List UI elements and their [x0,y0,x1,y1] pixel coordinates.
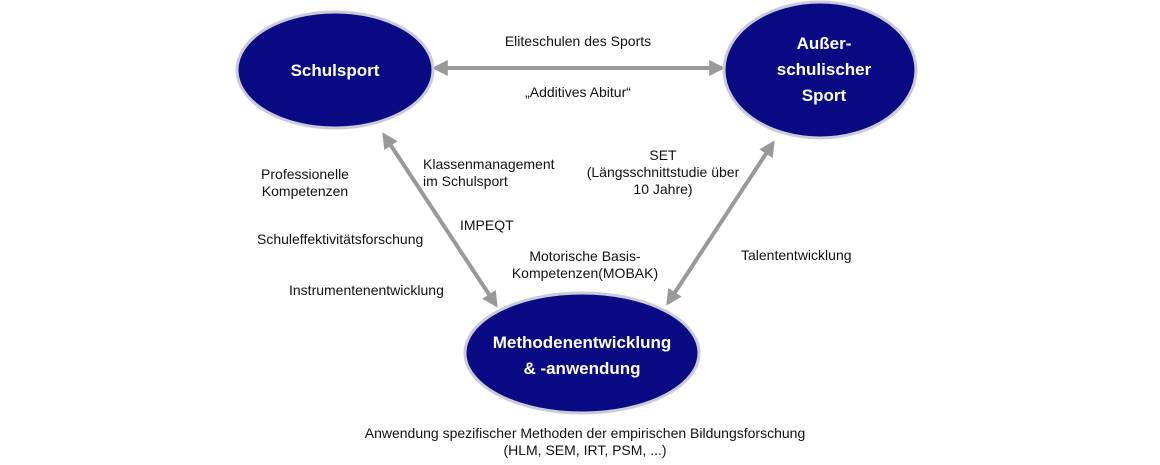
node-methodenentwicklung-line-1: Methodenentwicklung [493,333,672,352]
label-klassenmanagement-line-1: Klassenmanagement [423,156,555,172]
label-set: SET (Längsschnittstudie über 10 Jahre) [578,147,748,198]
node-methodenentwicklung: Methodenentwicklung & -anwendung [463,291,701,415]
node-schulsport-label: Schulsport [291,61,380,80]
node-ausserschulischer-sport: Außer- schulischer Sport [722,0,918,140]
node-methodenentwicklung-line-2: & -anwendung [523,359,640,378]
label-set-line-3: 10 Jahre) [633,181,693,197]
label-schuleffektivitaetsforschung: Schuleffektivitätsforschung [257,231,424,247]
label-klassenmanagement: Klassenmanagement im Schulsport [423,156,555,190]
label-instrumentenentwicklung: Instrumentenentwicklung [289,282,444,298]
label-professionelle-kompetenzen-line-2: Kompetenzen [261,183,349,199]
label-motorische-basis-kompetenzen: Motorische Basis- Kompetenzen(MOBAK) [500,248,670,282]
label-set-line-2: (Längsschnittstudie über [586,164,740,180]
label-impeqt: IMPEQT [460,217,514,233]
caption-empirische-methoden: Anwendung spezifischer Methoden der empi… [340,425,830,459]
label-mobak-line-1: Motorische Basis- [529,248,641,264]
arrow-ausserschulisch-methoden [666,140,775,306]
label-mobak-line-2: Kompetenzen(MOBAK) [511,265,659,281]
label-talententwicklung: Talententwicklung [741,247,852,263]
caption-line-2: (HLM, SEM, IRT, PSM, ...) [503,442,667,458]
label-klassenmanagement-line-2: im Schulsport [423,173,508,189]
node-ausserschulischer-sport-line-2: schulischer [777,60,872,79]
node-schulsport-shape [235,10,435,130]
node-ausserschulischer-sport-shape [722,0,918,140]
node-schulsport: Schulsport [235,10,435,130]
node-ausserschulischer-sport-line-1: Außer- [797,34,852,53]
label-professionelle-kompetenzen: Professionelle Kompetenzen [230,166,380,200]
caption-line-1: Anwendung spezifischer Methoden der empi… [364,425,806,441]
label-set-line-1: SET [649,147,677,163]
label-professionelle-kompetenzen-line-1: Professionelle [261,166,349,182]
label-eliteschulen: Eliteschulen des Sports [504,33,652,49]
arrow-schulsport-methoden [382,132,498,308]
node-ausserschulischer-sport-line-3: Sport [802,86,847,105]
node-methodenentwicklung-shape [463,291,701,415]
label-additives-abitur: „Additives Abitur“ [525,84,631,100]
